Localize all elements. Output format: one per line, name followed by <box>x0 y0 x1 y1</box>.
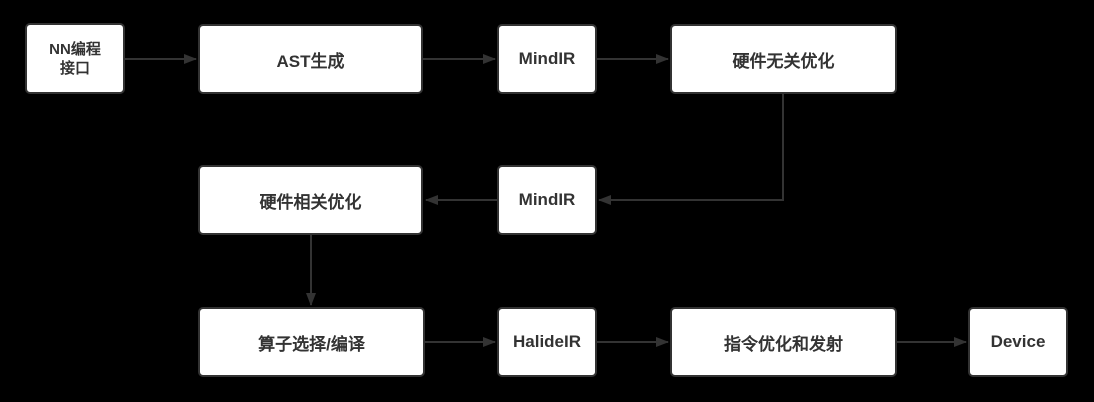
node-label: MindIR <box>518 49 576 68</box>
node-ast-generation: AST生成 <box>198 24 423 94</box>
node-label: MindIR <box>518 190 576 209</box>
node-label: 硬件相关优化 <box>259 192 362 212</box>
node-label: HalideIR <box>512 332 582 351</box>
node-label: 算子选择/编译 <box>258 334 365 354</box>
node-label: Device <box>990 332 1046 351</box>
node-label: NN编程 接口 <box>49 40 101 77</box>
node-hardware-dependent-opt: 硬件相关优化 <box>198 165 423 235</box>
node-nn-programming-interface: NN编程 接口 <box>25 23 125 94</box>
node-label: 硬件无关优化 <box>732 51 835 71</box>
node-mindir-1: MindIR <box>497 24 597 94</box>
node-instruction-opt-emit: 指令优化和发射 <box>670 307 897 377</box>
node-halideir: HalideIR <box>497 307 597 377</box>
node-mindir-2: MindIR <box>497 165 597 235</box>
node-label: AST生成 <box>276 51 345 71</box>
node-operator-select-compile: 算子选择/编译 <box>198 307 425 377</box>
node-device: Device <box>968 307 1068 377</box>
node-hardware-independent-opt: 硬件无关优化 <box>670 24 897 94</box>
edge-hwfree-to-mindir2 <box>598 94 784 205</box>
node-label: 指令优化和发射 <box>724 334 843 354</box>
